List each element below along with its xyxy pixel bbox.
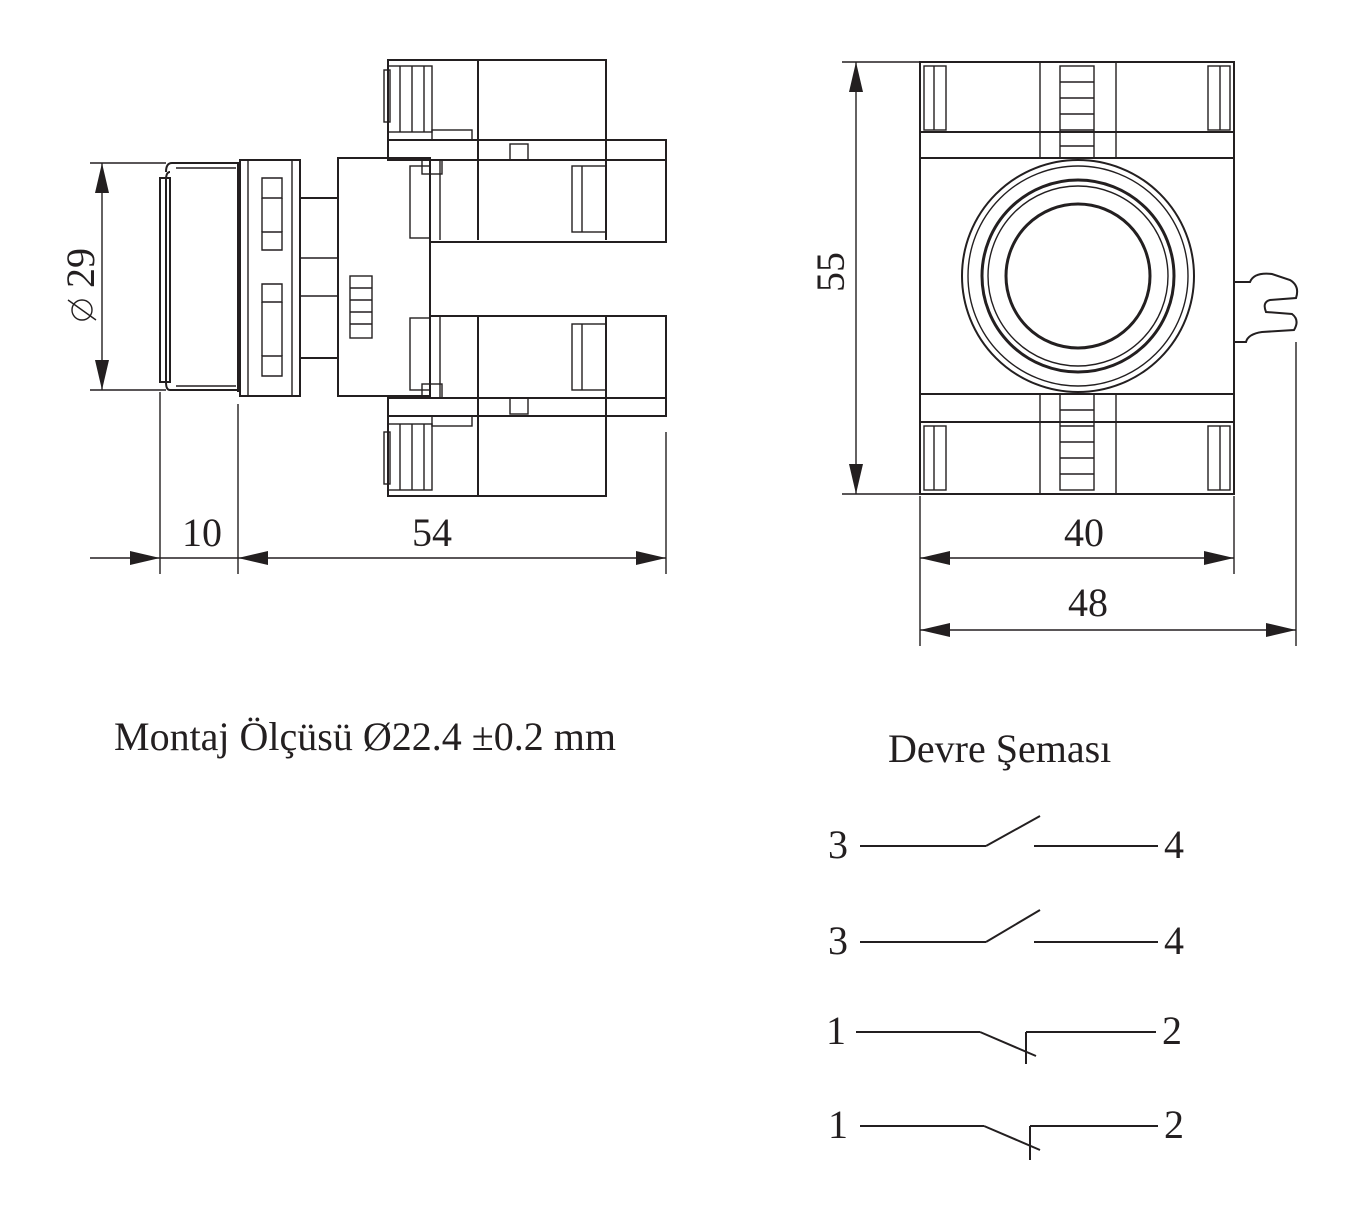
button-cap <box>159 162 239 392</box>
mounting-note: Montaj Ölçüsü Ø22.4 ±0.2 mm <box>114 714 616 759</box>
side-terminal-tab <box>1234 272 1299 343</box>
side-view: 29 10 54 <box>58 59 667 574</box>
contact-nc-1: 1 2 <box>826 1008 1182 1064</box>
lower-contact-block <box>383 315 667 497</box>
width-outer-label: 48 <box>1068 580 1108 625</box>
contact-no-2: 3 4 <box>828 909 1184 963</box>
height-label: 55 <box>808 252 853 292</box>
front-view: 55 40 48 <box>808 61 1299 646</box>
contact-nc-2: 1 2 <box>828 1102 1184 1160</box>
dimension-height: 55 <box>808 61 920 495</box>
contact-3-right-terminal: 2 <box>1162 1008 1182 1053</box>
contact-2-left-terminal: 3 <box>828 918 848 963</box>
dimension-width: 40 48 <box>919 342 1297 646</box>
body-length-label: 54 <box>412 510 452 555</box>
button-depth-label: 10 <box>182 510 222 555</box>
front-body <box>919 157 1235 395</box>
contact-1-right-terminal: 4 <box>1164 822 1184 867</box>
contact-4-right-terminal: 2 <box>1164 1102 1184 1147</box>
contact-4-left-terminal: 1 <box>828 1102 848 1147</box>
front-lower-block <box>919 393 1235 495</box>
mounting-block <box>337 157 431 397</box>
circuit-diagram: Devre Şeması 3 4 3 4 1 2 1 <box>826 726 1184 1160</box>
front-upper-block <box>919 61 1235 159</box>
contact-2-right-terminal: 4 <box>1164 918 1184 963</box>
dimension-length: 10 54 <box>90 392 667 574</box>
contact-3-left-terminal: 1 <box>826 1008 846 1053</box>
upper-contact-block <box>383 59 667 243</box>
bezel-collar <box>239 159 301 397</box>
circuit-title: Devre Şeması <box>888 726 1111 771</box>
diameter-label: 29 <box>58 248 103 288</box>
width-inner-label: 40 <box>1064 510 1104 555</box>
actuator-stem <box>299 197 339 359</box>
dimension-diameter: 29 <box>58 162 166 391</box>
contact-1-left-terminal: 3 <box>828 822 848 867</box>
contact-no-1: 3 4 <box>828 815 1184 867</box>
